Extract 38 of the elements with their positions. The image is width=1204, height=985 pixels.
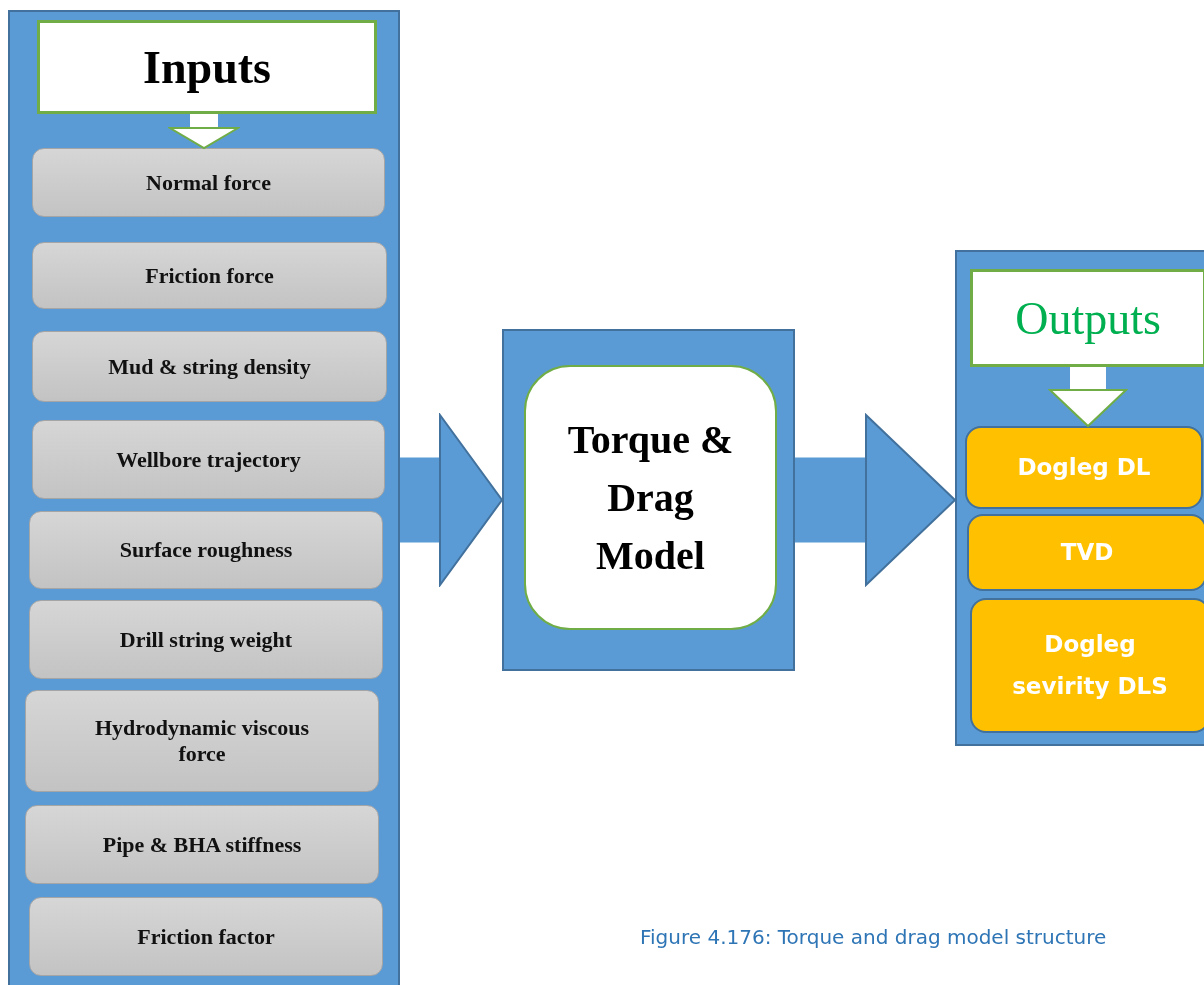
input-box (25, 805, 379, 884)
box-label: Drill string weight (119, 626, 293, 653)
input-box (32, 148, 385, 217)
box-label: Dogleg DL (1017, 452, 1151, 482)
output-box (970, 598, 1204, 733)
input-box (29, 600, 383, 679)
callout-box (970, 269, 1204, 367)
box-label: Hydrodynamic viscous force (93, 715, 311, 767)
block-arrow (169, 114, 239, 149)
box-label: Wellbore trajectory (116, 446, 301, 473)
panel (8, 10, 400, 985)
box-label: Outputs (1015, 291, 1161, 345)
panel (502, 329, 795, 671)
box-label: Surface roughness (119, 537, 293, 563)
callout-box (37, 20, 377, 114)
box-label: Normal force (146, 169, 271, 196)
box-label: Friction force (145, 262, 274, 289)
model-box (524, 365, 777, 630)
output-box (967, 514, 1204, 591)
block-arrow (795, 414, 956, 586)
figure-caption: Figure 4.176: Torque and drag model structure (640, 925, 1107, 949)
box-label: TVD (1060, 537, 1114, 567)
box-label: Mud & string density (108, 353, 311, 380)
input-box (32, 331, 387, 402)
output-box (965, 426, 1203, 509)
input-box (25, 690, 379, 792)
input-box (32, 420, 385, 499)
box-label: Torque & Drag Model (566, 415, 735, 580)
box-label: Inputs (143, 40, 271, 94)
box-label: Pipe & BHA stiffness (102, 831, 302, 858)
block-arrow (400, 414, 503, 586)
box-label: Friction factor (137, 923, 275, 950)
box-label: Dogleg sevirity DLS (1011, 630, 1169, 701)
input-box (29, 511, 383, 589)
input-box (29, 897, 383, 976)
panel (955, 250, 1204, 746)
block-arrow (1049, 367, 1127, 427)
input-box (32, 242, 387, 309)
